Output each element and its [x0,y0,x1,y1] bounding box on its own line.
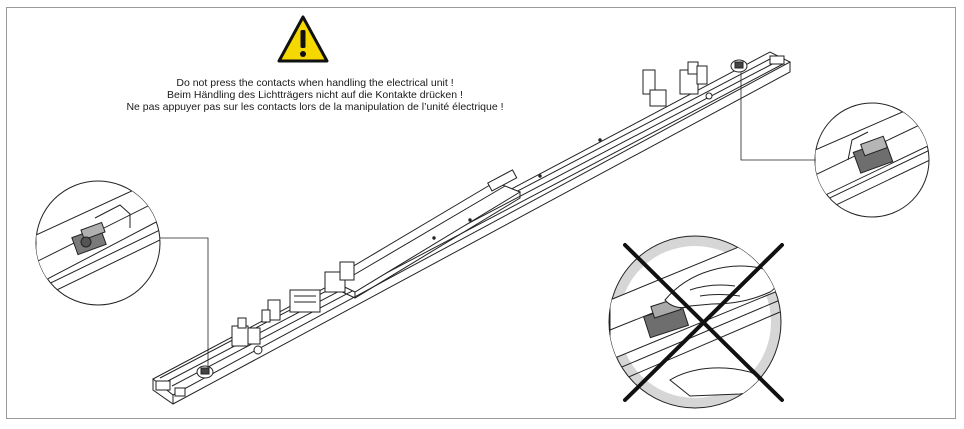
warning-line-en: Do not press the contacts when handling … [176,77,454,89]
diagram-frame [6,7,956,419]
light-rail [152,51,792,405]
callout-leader-lines [148,72,818,368]
warning-line-fr: Ne pas appuyer pas sur les contacts lors… [126,101,504,113]
contact-detail-right [814,102,930,218]
contact-detail-left [35,180,161,306]
warning-triangle-icon [277,15,329,63]
warning-line-de: Beim Händling des Lichtträgers nicht auf… [167,89,463,101]
warning-text: Do not press the contacts when handling … [60,77,570,113]
hand-pressing-contact-prohibited [608,235,784,409]
